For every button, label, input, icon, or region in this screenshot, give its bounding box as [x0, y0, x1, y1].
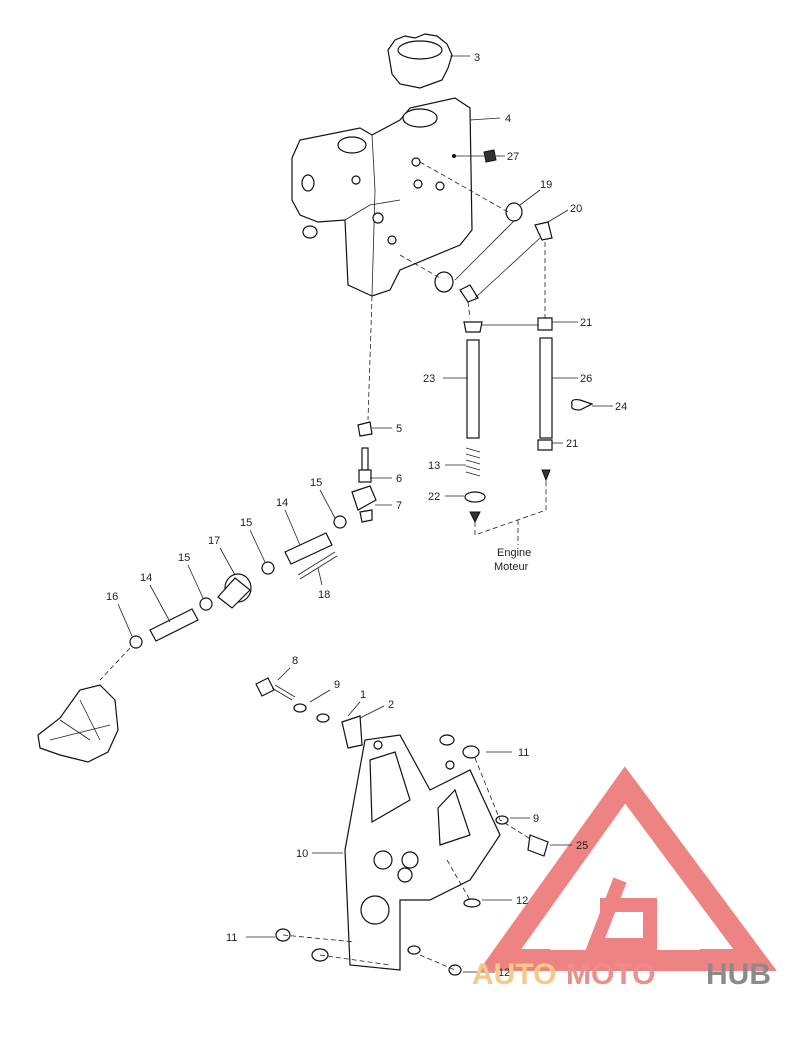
nut-11	[275, 734, 480, 962]
hose-23	[463, 321, 540, 439]
watermark-logo	[478, 766, 777, 971]
callout-21b: 21	[566, 438, 578, 450]
callout-25: 25	[576, 840, 588, 852]
callout-4: 4	[505, 113, 511, 125]
washer-12	[407, 898, 481, 976]
callout-15a: 15	[310, 477, 322, 489]
callout-17: 17	[208, 535, 220, 547]
hose-26	[537, 317, 553, 482]
callout-6: 6	[396, 473, 402, 485]
callout-22: 22	[428, 491, 440, 503]
callout-16: 16	[106, 591, 118, 603]
bolt-8	[255, 677, 296, 701]
callout-14a: 14	[276, 497, 288, 509]
callout-21a: 21	[580, 317, 592, 329]
bracket-2	[341, 715, 363, 749]
callout-2: 2	[388, 699, 394, 711]
callout-1: 1	[360, 689, 366, 701]
washer-9-lower	[495, 815, 509, 825]
filter-17	[217, 573, 252, 609]
tee-7	[351, 485, 377, 523]
callout-20: 20	[570, 203, 582, 215]
watermark-hub: HUB	[706, 958, 771, 991]
plug-27	[452, 149, 497, 163]
clamp-22	[464, 491, 486, 524]
grommet-19	[434, 202, 523, 293]
watermark-auto: AUTO	[472, 958, 556, 991]
hose-14-upper	[261, 515, 347, 575]
callout-11a: 11	[518, 747, 529, 759]
engine-label-line2: Moteur	[494, 561, 529, 573]
callout-27: 27	[507, 151, 519, 163]
engine-label: Engine Moteur	[494, 547, 531, 573]
callout-26: 26	[580, 373, 592, 385]
callout-15c: 15	[178, 552, 190, 564]
grommet-5	[357, 421, 373, 437]
callout-12b: 12	[498, 967, 510, 979]
callout-24: 24	[615, 401, 627, 413]
callout-13: 13	[428, 460, 440, 472]
callout-12a: 12	[516, 895, 528, 907]
oil-tank	[291, 97, 473, 297]
mount-bracket-10	[344, 734, 501, 971]
callout-7: 7	[396, 500, 402, 512]
callout-5: 5	[396, 423, 402, 435]
filler-cap	[387, 33, 470, 89]
callout-9a: 9	[334, 679, 340, 691]
callout-18: 18	[318, 589, 330, 601]
callout-8: 8	[292, 655, 298, 667]
bolt-25	[527, 834, 549, 857]
callout-9b: 9	[533, 813, 539, 825]
callout-15b: 15	[240, 517, 252, 529]
washer-9-upper	[293, 703, 330, 723]
callout-11b: 11	[226, 932, 237, 944]
callout-19: 19	[540, 179, 552, 191]
clip-24	[571, 398, 594, 411]
callout-3: 3	[474, 52, 480, 64]
spring-13	[465, 447, 481, 477]
engine-label-line1: Engine	[497, 547, 531, 559]
fuel-pump-assembly	[37, 647, 131, 763]
hose-18	[297, 551, 338, 580]
hose-14-lower	[129, 597, 213, 649]
watermark-moto: MOTO	[566, 958, 655, 991]
callout-10: 10	[296, 848, 308, 860]
callout-23: 23	[423, 373, 435, 385]
callout-14b: 14	[140, 572, 152, 584]
fitting-6	[358, 447, 372, 483]
elbow-fitting-20	[459, 221, 553, 303]
watermark-text: AUTO MOTO HUB	[472, 958, 771, 991]
callout-labels: 3 4 27 19 20 21 23 26 24 5 21 13 6 22 7 …	[106, 52, 627, 979]
